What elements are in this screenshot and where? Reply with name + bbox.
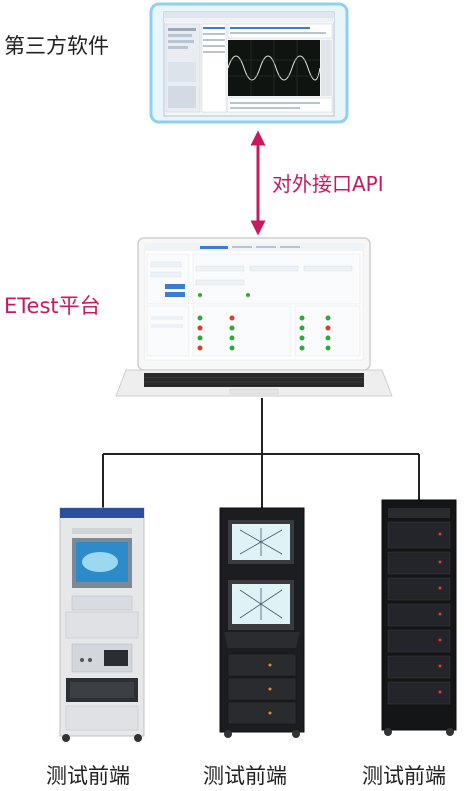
- test-front-end-label-3: 测试前端: [362, 764, 446, 788]
- etest-platform-laptop: [115, 237, 393, 397]
- third-party-software-label: 第三方软件: [4, 34, 109, 58]
- third-party-software-screen: [149, 2, 349, 124]
- test-front-end-rack-3: [381, 499, 457, 736]
- test-front-end-rack-1: [59, 507, 145, 742]
- test-front-end-label-2: 测试前端: [203, 764, 287, 788]
- test-front-end-rack-2: [219, 507, 305, 738]
- test-front-end-label-1: 测试前端: [46, 764, 130, 788]
- network-connection-lines: [102, 398, 420, 508]
- api-label: 对外接口API: [272, 172, 384, 196]
- etest-platform-label: ETest平台: [4, 294, 101, 318]
